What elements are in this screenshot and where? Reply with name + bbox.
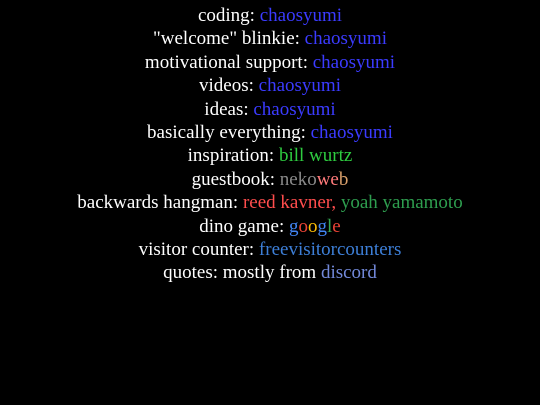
credit-label: motivational support:: [144, 51, 313, 73]
credit-link-chaosyumi[interactable]: chaosyumi: [310, 122, 393, 144]
credit-row-visitor-counter: visitor counter: freevisitorcounters: [0, 238, 540, 261]
credit-label: coding:: [197, 5, 260, 26]
credit-row-dino-game: dino game: google: [0, 215, 540, 238]
credit-label: backwards hangman:: [77, 192, 243, 214]
credit-label: quotes: mostly from: [163, 262, 321, 284]
nekoweb-part-neko: neko: [279, 168, 317, 190]
credit-label: basically everything:: [147, 122, 311, 144]
credit-row-welcome-blinkie: "welcome" blinkie: chaosyumi: [0, 27, 540, 50]
google-letter-o: o: [307, 215, 318, 237]
credit-label: videos:: [199, 75, 259, 97]
google-letter-e: e: [332, 215, 341, 237]
credit-link-discord[interactable]: discord: [320, 262, 377, 284]
credit-label: visitor counter:: [138, 239, 259, 261]
credit-row-videos: videos: chaosyumi: [0, 74, 540, 97]
nekoweb-part-we: we: [316, 168, 339, 190]
credit-row-ideas: ideas: chaosyumi: [0, 98, 540, 121]
credit-link-yoah-yamamoto[interactable]: yoah yamamoto: [340, 192, 463, 214]
credit-link-chaosyumi[interactable]: chaosyumi: [258, 75, 341, 97]
credit-link-chaosyumi[interactable]: chaosyumi: [253, 98, 336, 120]
google-letter-g: g: [288, 215, 299, 237]
credit-label: "welcome" blinkie:: [153, 28, 305, 50]
credit-label: guestbook:: [191, 168, 280, 190]
credit-link-freevisitorcounters[interactable]: freevisitorcounters: [258, 239, 402, 261]
credit-row-quotes: quotes: mostly from discord: [0, 261, 540, 284]
credit-label: dino game:: [199, 215, 289, 237]
credit-label: ideas:: [204, 98, 254, 120]
credit-link-google[interactable]: google: [289, 216, 341, 237]
credit-row-motivational-support: motivational support: chaosyumi: [0, 51, 540, 74]
credit-row-backwards-hangman: backwards hangman: reed kavner, yoah yam…: [0, 191, 540, 214]
credit-row-guestbook: guestbook: nekoweb: [0, 168, 540, 191]
google-letter-g: g: [317, 215, 327, 237]
credit-row-inspiration: inspiration: bill wurtz: [0, 144, 540, 167]
credits-list: coding: chaosyumi "welcome" blinkie: cha…: [0, 4, 540, 284]
credit-separator: ,: [331, 192, 341, 214]
google-letter-l: l: [326, 215, 333, 237]
credit-link-chaosyumi[interactable]: chaosyumi: [312, 51, 396, 73]
credit-link-bill-wurtz[interactable]: bill wurtz: [278, 145, 353, 167]
credit-link-reed-kavner[interactable]: reed kavner: [242, 192, 332, 214]
credit-row-coding: coding: chaosyumi: [0, 4, 540, 27]
credit-label: inspiration:: [187, 145, 279, 167]
nekoweb-part-b: b: [338, 168, 349, 190]
google-letter-o: o: [298, 215, 308, 237]
credit-row-basically-everything: basically everything: chaosyumi: [0, 121, 540, 144]
credit-link-chaosyumi[interactable]: chaosyumi: [304, 28, 387, 50]
credit-link-chaosyumi[interactable]: chaosyumi: [259, 5, 343, 26]
credit-link-nekoweb[interactable]: nekoweb: [280, 169, 349, 190]
